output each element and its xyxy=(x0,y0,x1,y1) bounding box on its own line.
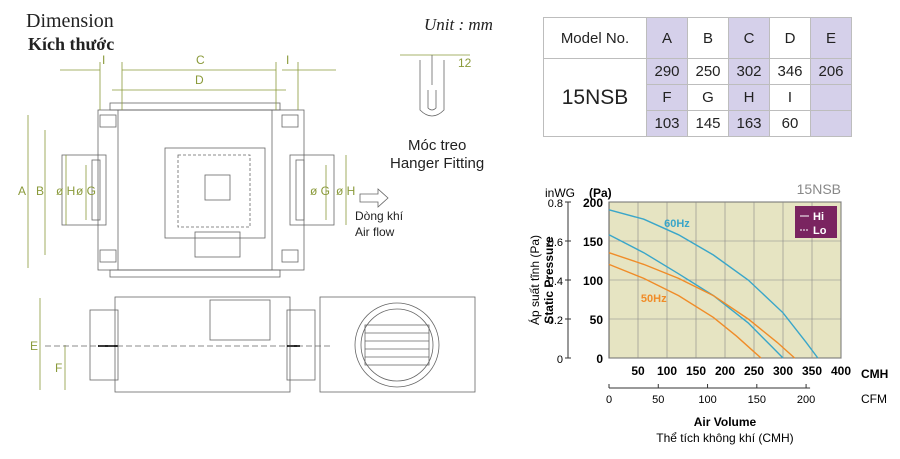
col-header-d: D xyxy=(769,17,811,59)
x-unit-cfm: CFM xyxy=(861,392,887,406)
value-a: 290 xyxy=(646,58,688,85)
y-axis-label-en: Static Pressure xyxy=(542,236,556,324)
dim-i-left-label: I xyxy=(102,53,105,67)
dimension-drawing: C D I I A B ø H ø G ø H ø G E F 12 Móc t… xyxy=(18,53,484,393)
y-unit-pa: (Pa) xyxy=(589,186,612,200)
y-tick-label-pa: 50 xyxy=(590,313,604,327)
x-unit-cmh: CMH xyxy=(861,367,888,381)
x-tick-label-cmh: 250 xyxy=(744,364,764,378)
y-tick-label-inwg: 0.8 xyxy=(548,198,563,210)
x-tick-label-cfm: 100 xyxy=(698,394,716,406)
dim-d-label: D xyxy=(195,73,204,87)
y-tick-label-pa: 200 xyxy=(583,196,603,210)
dimension-title: Dimension xyxy=(26,10,114,32)
y-tick-label-inwg: 0 xyxy=(557,354,563,366)
y-tick-label-pa: 150 xyxy=(583,235,603,249)
y-tick-label-inwg: 0.6 xyxy=(548,237,563,249)
hanger-dim-label: 12 xyxy=(458,56,472,70)
dim-f-label: F xyxy=(55,361,62,375)
model-name: 15NSB xyxy=(543,58,647,137)
value-d: 346 xyxy=(769,58,811,85)
value-c: 302 xyxy=(728,58,770,85)
y-tick-label-inwg: 0.2 xyxy=(548,315,563,327)
x-axis-label-en: Air Volume xyxy=(694,415,757,429)
col-header-g: G xyxy=(687,84,729,111)
col-header-a: A xyxy=(646,17,688,59)
dim-g-left-label: ø G xyxy=(76,184,96,198)
y-tick-label-inwg: 0.4 xyxy=(548,276,563,288)
x-tick-label-cmh: 50 xyxy=(631,364,645,378)
y-axis-label-vi: Áp suất tĩnh (Pa) xyxy=(527,235,542,325)
col-header-b: B xyxy=(687,17,729,59)
x-tick-label-cfm: 0 xyxy=(606,394,612,406)
value-i: 60 xyxy=(769,110,811,137)
dim-h-left-label: ø H xyxy=(56,184,75,198)
dim-a-label: A xyxy=(18,184,26,198)
model-no-header: Model No. xyxy=(543,17,647,59)
y-unit-inwg: inWG xyxy=(545,186,575,200)
hanger-label-vi: Móc treo xyxy=(408,137,466,154)
x-tick-label-cmh: 300 xyxy=(773,364,793,378)
spec-table: Model No. A B C D E 15NSB 290 250 302 34… xyxy=(543,17,852,137)
x-tick-label-cfm: 50 xyxy=(652,394,664,406)
dim-h-right-label: ø H xyxy=(336,184,355,198)
col-header-c: C xyxy=(728,17,770,59)
value-h: 163 xyxy=(728,110,770,137)
series-line-50hz-hi xyxy=(608,252,796,359)
airflow-label-vi: Dòng khí xyxy=(355,209,404,223)
chart-title: 15NSB xyxy=(797,181,841,197)
y-tick-label-pa: 0 xyxy=(596,352,603,366)
x-tick-label-cfm: 150 xyxy=(748,394,766,406)
col-header-empty xyxy=(810,84,852,111)
dim-g-right-label: ø G xyxy=(310,184,330,198)
value-b: 250 xyxy=(687,58,729,85)
col-header-i: I xyxy=(769,84,811,111)
annotation-60hz: 60Hz xyxy=(664,218,690,230)
col-header-h: H xyxy=(728,84,770,111)
annotation-50hz: 50Hz xyxy=(641,293,667,305)
dim-b-label: B xyxy=(36,184,44,198)
col-header-f: F xyxy=(646,84,688,111)
legend-box xyxy=(795,206,837,238)
x-axis-label-vi: Thể tích không khí (CMH) xyxy=(656,431,793,445)
performance-chart: 0 0 50 0.2 100 0.4 150 0.6 200 0.8 50 100 150 200 250 3… xyxy=(527,181,888,445)
legend-entry-lo: Lo xyxy=(813,225,827,237)
dim-c-label: C xyxy=(196,53,205,67)
value-g: 145 xyxy=(687,110,729,137)
x-tick-label-cmh: 100 xyxy=(657,364,677,378)
x-tick-label-cmh: 200 xyxy=(715,364,735,378)
legend-entry-hi: Hi xyxy=(813,211,824,223)
y-tick-label-pa: 100 xyxy=(583,274,603,288)
hanger-label-en: Hanger Fitting xyxy=(390,155,484,172)
x-tick-label-cmh: 400 xyxy=(831,364,851,378)
x-tick-label-cmh: 150 xyxy=(686,364,706,378)
col-header-e: E xyxy=(810,17,852,59)
series-line-50hz-lo xyxy=(608,263,762,359)
dimension-title-vi: Kích thước xyxy=(28,34,115,54)
value-e: 206 xyxy=(810,58,852,85)
value-empty xyxy=(810,110,852,137)
dim-e-label: E xyxy=(30,339,38,353)
value-f: 103 xyxy=(646,110,688,137)
airflow-label-en: Air flow xyxy=(355,225,395,239)
series-line-60hz-hi xyxy=(608,209,819,359)
x-tick-label-cfm: 200 xyxy=(797,394,815,406)
dim-i-right-label: I xyxy=(286,53,289,67)
x-tick-label-cmh: 350 xyxy=(802,364,822,378)
unit-label: Unit : mm xyxy=(424,15,493,34)
